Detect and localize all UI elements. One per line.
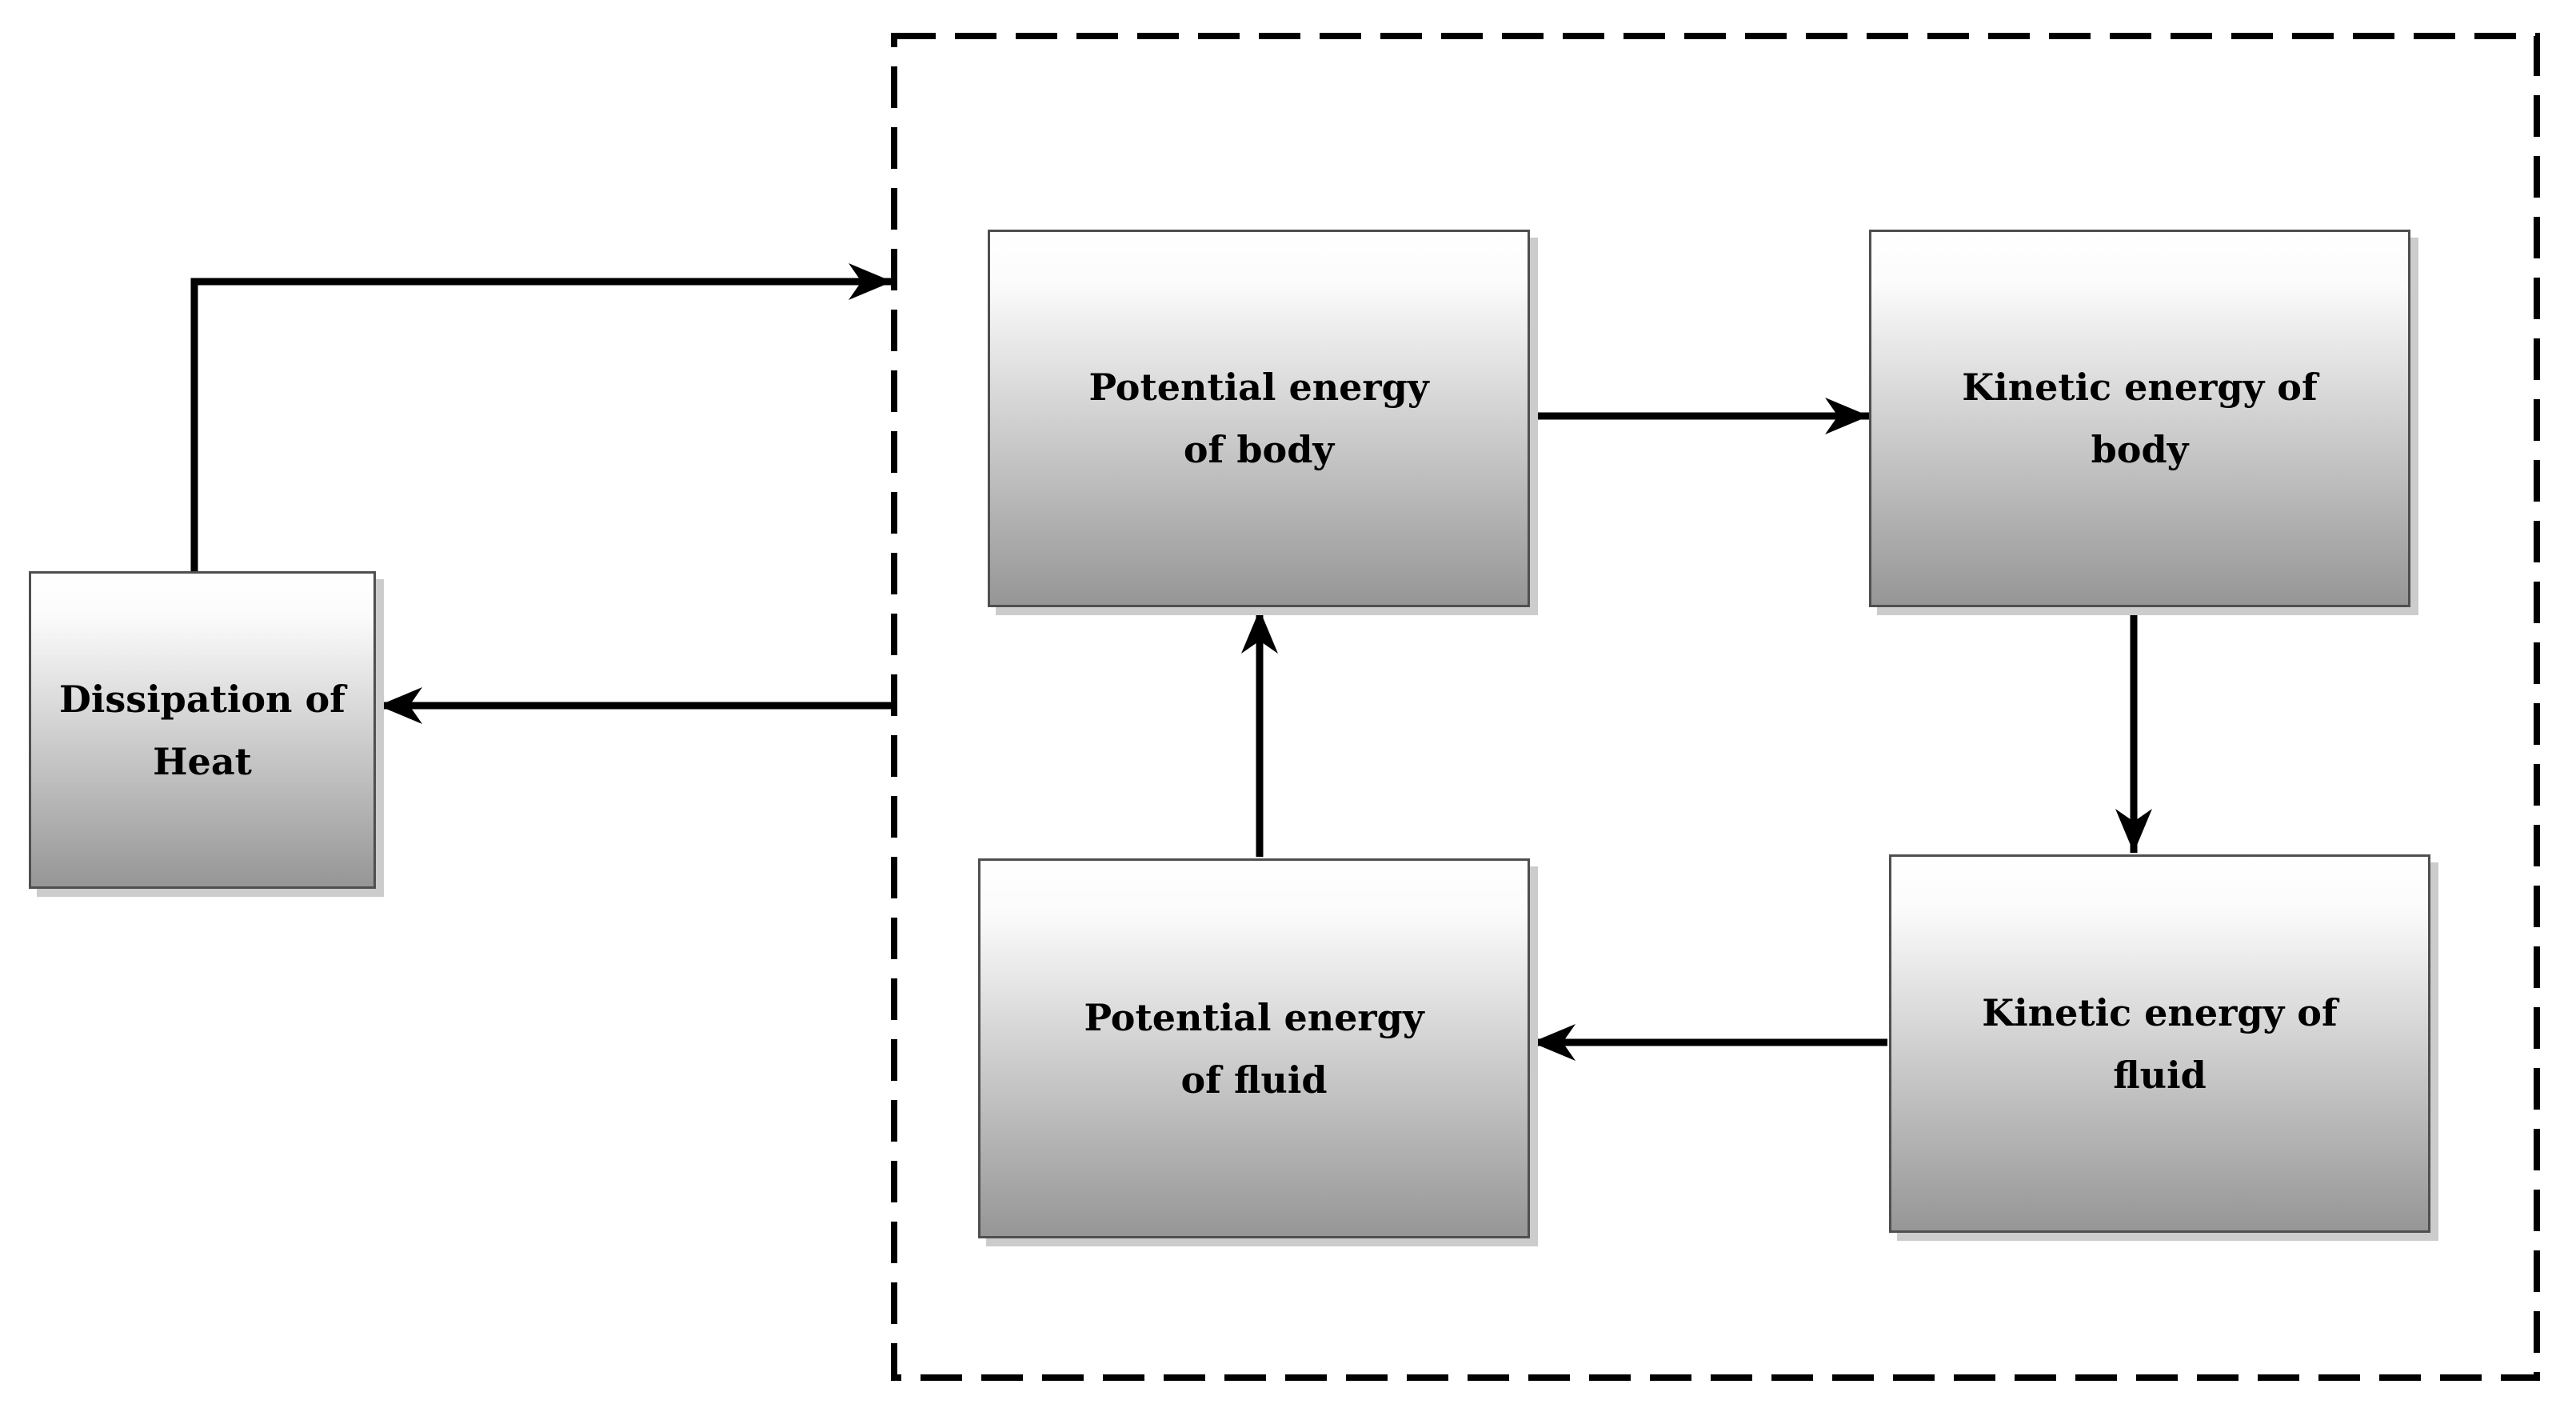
box-label-line: of fluid bbox=[1180, 1058, 1328, 1102]
box-kinetic-energy-of-fluid: Kinetic energy of fluid bbox=[1889, 854, 2430, 1233]
box-label-line: Dissipation of bbox=[59, 677, 345, 721]
box-potential-energy-of-body: Potential energy of body bbox=[988, 230, 1530, 607]
box-label-line: Kinetic energy of bbox=[1982, 990, 2338, 1034]
box-label-line: fluid bbox=[2113, 1053, 2207, 1097]
box-potential-energy-of-fluid: Potential energy of fluid bbox=[978, 858, 1530, 1238]
box-label-line: Kinetic energy of bbox=[1962, 366, 2318, 409]
box-label-line: Potential energy bbox=[1084, 995, 1424, 1039]
box-kinetic-energy-of-body: Kinetic energy of body bbox=[1869, 230, 2410, 607]
box-dissipation-of-heat: Dissipation of Heat bbox=[29, 571, 376, 889]
box-label-line: body bbox=[2091, 428, 2189, 471]
box-label-line: Heat bbox=[153, 739, 252, 783]
box-label-line: of body bbox=[1183, 428, 1335, 471]
arrow-dissipation-to-boundary bbox=[190, 263, 893, 571]
box-label-line: Potential energy bbox=[1088, 366, 1429, 409]
